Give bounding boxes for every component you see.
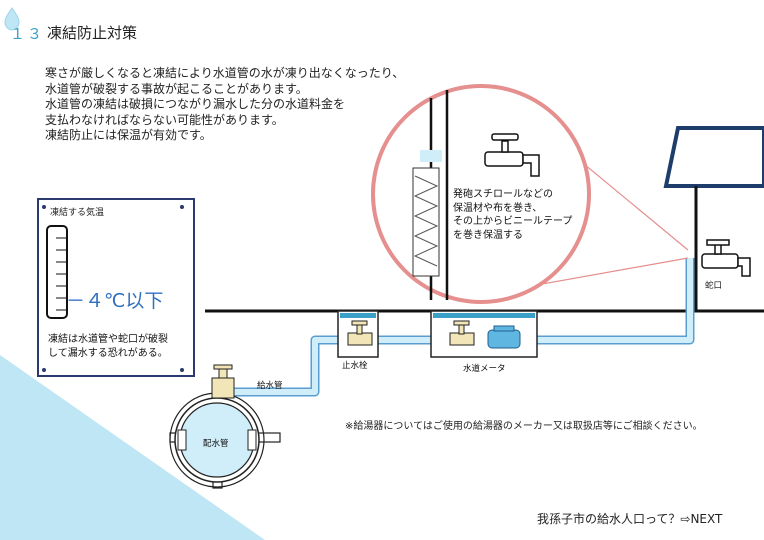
distribution-main-label: 配水管 — [203, 439, 229, 449]
panel-note-line: して漏水する恐れがある。 — [48, 348, 168, 359]
intro-line: 寒さが厳しくなると凍結により水道管の水が凍り出なくなったり、 — [45, 66, 405, 80]
intro-line: 凍結防止には保温が有効です。 — [45, 128, 212, 142]
distribution-main — [169, 392, 281, 489]
intro-line: 水道管が破裂する事故が起こることがあります。 — [45, 81, 308, 96]
water-heater-note: ※給湯器についてはご使用の給湯器のメーカー又は取扱店等にご相談ください。 — [345, 421, 703, 432]
callout-line: を巻き保温する — [453, 229, 523, 241]
callout-line: 発砲スチロールなどの — [453, 189, 553, 200]
page-number: １３ — [10, 25, 45, 43]
house-faucet-icon — [701, 239, 751, 277]
freeze-temperature: －４℃以下 — [66, 290, 164, 312]
next-page-link[interactable]: 我孫子市の給水人口って？⇨NEXT — [537, 512, 723, 526]
freeze-panel-note: 凍結は水道管や蛇口が破裂 して漏水する恐れがある。 — [48, 333, 168, 361]
water-meter-label: 水道メータ — [463, 364, 506, 374]
stop-valve-label: 止水栓 — [342, 361, 368, 371]
insulation-callout: 発砲スチロールなどの 保温材や布を巻き、 その上からビニールテープ を巻き保温す… — [453, 188, 572, 242]
water-drop-icon — [4, 7, 20, 31]
thermometer-icon — [46, 225, 68, 319]
callout-line: その上からビニールテープ — [453, 216, 573, 227]
panel-note-line: 凍結は水道管や蛇口が破裂 — [48, 334, 168, 345]
callout-line: 保温材や布を巻き、 — [453, 202, 543, 214]
intro-text: 寒さが厳しくなると凍結により水道管の水が凍り出なくなったり、 水道管が破裂する事… — [45, 66, 465, 144]
supply-pipe-route — [233, 258, 695, 397]
saddle-valve-icon — [211, 364, 235, 399]
detail-faucet-icon — [484, 133, 540, 177]
water-meter-box — [430, 310, 538, 358]
stop-valve-box — [337, 310, 379, 358]
freeze-panel — [37, 198, 195, 377]
intro-line: 支払わなければならない可能性があります。 — [45, 112, 284, 127]
faucet-label: 蛇口 — [705, 281, 723, 291]
house — [663, 126, 764, 311]
corner-decoration — [0, 355, 265, 540]
freeze-panel-title: 凍結する気温 — [50, 208, 105, 218]
supply-pipe-label: 給水管 — [257, 381, 283, 391]
magnifier-detail — [371, 84, 591, 304]
intro-line: 水道管の凍結は破損につながり漏水した分の水道料金を — [45, 97, 346, 111]
page-title: 凍結防止対策 — [47, 24, 138, 42]
